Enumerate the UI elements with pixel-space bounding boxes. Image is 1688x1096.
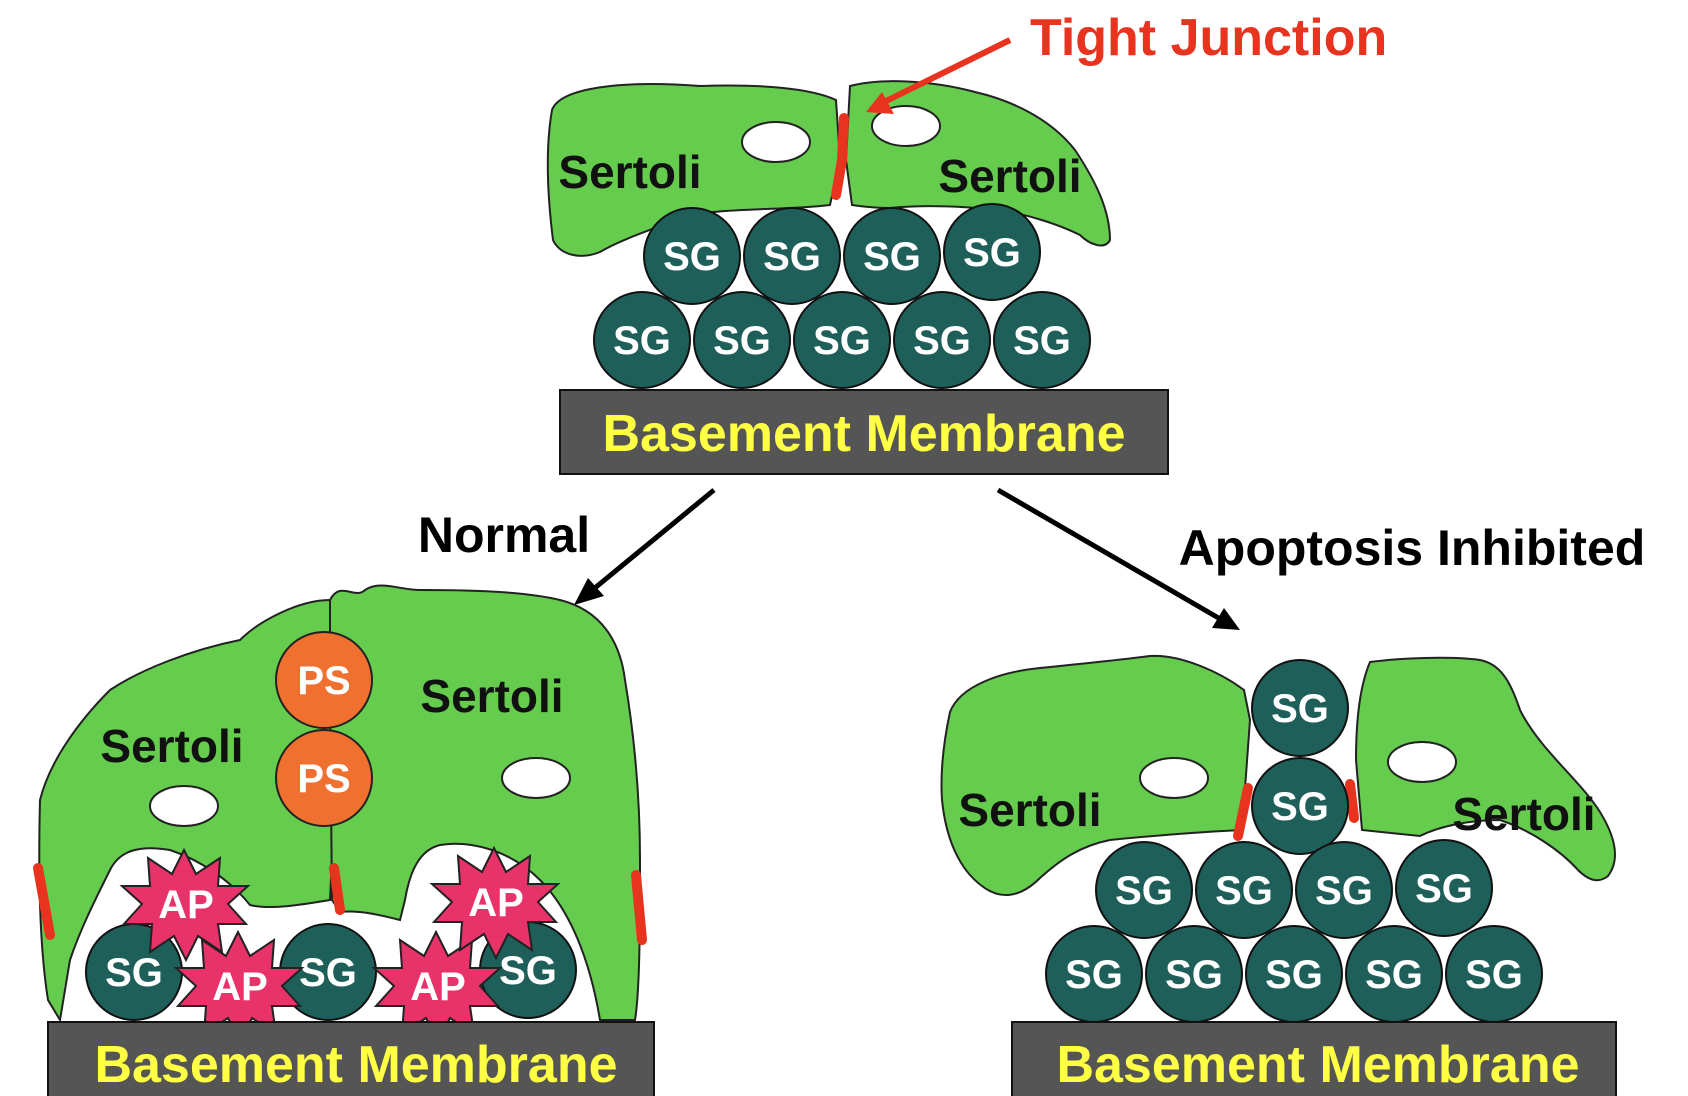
nucleus-inhibited-right xyxy=(1387,741,1457,783)
sg-label: SG xyxy=(1271,785,1329,829)
sg-row-inhibited-upper: SG SG SG SG xyxy=(1095,839,1493,939)
sg-label: SG xyxy=(1465,953,1523,997)
sertoli-label-top-left: Sertoli xyxy=(558,146,701,198)
sg-label: SG xyxy=(613,319,671,363)
sg-label: SG xyxy=(963,231,1021,275)
sg-cell-inhibited-stack xyxy=(1251,659,1349,757)
ps-label: PS xyxy=(297,659,350,703)
sg-label: SG xyxy=(299,951,357,995)
normal-arrowhead xyxy=(574,578,604,605)
sertoli-label-inhibited-right: Sertoli xyxy=(1452,788,1595,840)
sg-label: SG xyxy=(1271,687,1329,731)
ps-cell-lower xyxy=(275,729,373,827)
sg-label: SG xyxy=(813,319,871,363)
sg-label: SG xyxy=(763,235,821,279)
ap-burst-1 xyxy=(119,847,251,963)
junction-normal-middle xyxy=(329,863,345,915)
ps-cell-upper xyxy=(275,631,373,729)
basement-membrane-normal xyxy=(47,1021,655,1096)
sg-label: SG xyxy=(663,235,721,279)
nucleus-top-right xyxy=(871,105,941,147)
nucleus-normal-left xyxy=(149,785,219,827)
sg-label: SG xyxy=(1365,953,1423,997)
sertoli-label-normal-left: Sertoli xyxy=(100,720,243,772)
junction-normal-left xyxy=(33,863,55,940)
sg-row-inhibited-lower: SG SG SG SG SG xyxy=(1045,925,1543,1023)
apoptosis-inhibited-arrowhead xyxy=(1212,608,1240,630)
sg-label: SG xyxy=(863,235,921,279)
sg-label: SG xyxy=(1065,953,1123,997)
sertoli-label-top-right: Sertoli xyxy=(938,150,1081,202)
basement-membrane-label-normal: Basement Membrane xyxy=(94,1036,617,1094)
tight-junction-top xyxy=(831,113,849,200)
sertoli-label-normal-right: Sertoli xyxy=(420,670,563,722)
basement-membrane-inhibited xyxy=(1011,1021,1617,1096)
sg-cell-inhibited-stack xyxy=(1251,757,1349,855)
sg-label: SG xyxy=(105,951,163,995)
apoptosis-inhibited-label: Apoptosis Inhibited xyxy=(1179,520,1646,576)
basement-membrane-label-top: Basement Membrane xyxy=(602,405,1125,463)
ps-label: PS xyxy=(297,757,350,801)
basement-membrane-top xyxy=(559,389,1169,475)
ap-label: AP xyxy=(212,965,268,1009)
sg-label: SG xyxy=(713,319,771,363)
sg-label: SG xyxy=(1115,869,1173,913)
sg-row-top-lower: SG SG SG SG SG xyxy=(593,291,1091,389)
normal-panel: Sertoli Sertoli PS PS SG SG SG AP AP AP … xyxy=(33,584,655,1096)
top-panel: Sertoli Sertoli Tight Junction SG SG SG … xyxy=(546,9,1387,475)
sg-label: SG xyxy=(1013,319,1071,363)
sg-label: SG xyxy=(1215,869,1273,913)
normal-label: Normal xyxy=(418,507,590,563)
ap-burst-4 xyxy=(429,845,561,961)
apoptosis-inhibited-arrow xyxy=(996,487,1224,623)
nucleus-normal-right xyxy=(501,757,571,799)
ap-label: AP xyxy=(468,881,524,925)
apoptosis-inhibited-panel: Sertoli Sertoli SG SG SG SG SG SG SG SG … xyxy=(940,654,1617,1096)
sg-label: SG xyxy=(1165,953,1223,997)
nucleus-top-left xyxy=(741,121,811,163)
junction-normal-right xyxy=(631,870,647,945)
ap-label: AP xyxy=(158,883,214,927)
sg-row-top-upper: SG SG SG SG xyxy=(643,203,1041,305)
basement-membrane-label-inhibited: Basement Membrane xyxy=(1056,1036,1579,1094)
tight-junction-label: Tight Junction xyxy=(1030,9,1387,67)
tight-junction-arrow xyxy=(878,37,1012,107)
tight-junction-arrowhead xyxy=(866,92,894,114)
sg-label: SG xyxy=(1315,869,1373,913)
sg-label: SG xyxy=(499,949,557,993)
normal-arrow xyxy=(588,488,716,594)
sertoli-label-inhibited-left: Sertoli xyxy=(958,784,1101,836)
ap-label: AP xyxy=(410,965,466,1009)
sg-label: SG xyxy=(1265,953,1323,997)
branch-arrows: Normal Apoptosis Inhibited xyxy=(418,487,1646,630)
sertoli-cell-inhibited-left xyxy=(940,654,1252,897)
nucleus-inhibited-left xyxy=(1139,757,1209,799)
junction-inhibited-right xyxy=(1345,779,1359,823)
sertoli-cell-inhibited-right xyxy=(1354,656,1616,882)
junction-inhibited-left xyxy=(1233,783,1253,841)
sg-label: SG xyxy=(1415,867,1473,911)
sg-label: SG xyxy=(913,319,971,363)
